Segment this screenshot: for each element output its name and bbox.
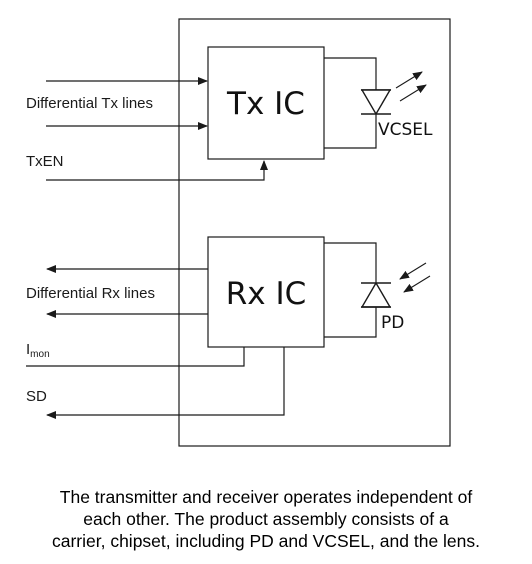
tx-ic-block: Tx IC (207, 46, 325, 160)
caption-line-2: each other. The product assembly consist… (83, 509, 449, 529)
sd-label: SD (26, 388, 47, 405)
sd-line (46, 347, 285, 419)
pd-label: PD (381, 313, 404, 333)
photodiode-icon (360, 262, 431, 308)
vcsel-label: VCSEL (378, 120, 433, 140)
vcsel-wire (324, 57, 377, 149)
rx-ic-label: Rx IC (226, 276, 307, 312)
differential-tx-lines-label: Differential Tx lines (26, 95, 153, 112)
caption-line-1: The transmitter and receiver operates in… (59, 487, 473, 507)
block-diagram: Tx IC Differential Tx lines TxEN VCSEL R… (26, 18, 451, 447)
vcsel-icon (360, 71, 427, 116)
caption-line-3: carrier, chipset, including PD and VCSEL… (51, 531, 480, 551)
imon-line (26, 347, 245, 367)
pd-wire (324, 242, 377, 338)
tx-ic-label: Tx IC (226, 86, 305, 122)
rx-ic-block: Rx IC (207, 236, 325, 348)
figure-caption: The transmitter and receiver operates in… (14, 486, 518, 552)
rx-ic-box (207, 236, 325, 348)
differential-rx-lines-label: Differential Rx lines (26, 285, 155, 302)
module-housing (178, 18, 451, 447)
tx-ic-box (207, 46, 325, 160)
imon-label: Imon (26, 341, 50, 360)
txen-label: TxEN (26, 153, 64, 170)
txen-line (46, 160, 268, 181)
